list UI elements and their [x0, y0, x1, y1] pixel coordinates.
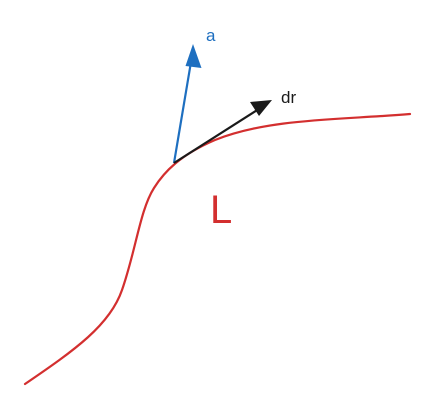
vector-dr-arrow — [173, 106, 263, 164]
vector-dr-label: dr — [281, 88, 296, 107]
curve-l-label: L — [210, 188, 232, 232]
vector-a-arrowhead — [185, 44, 202, 68]
vector-dr-arrowhead — [250, 100, 272, 116]
curve-l — [23, 112, 412, 386]
vector-a-arrow — [172, 55, 194, 164]
vector-a-label: a — [206, 26, 216, 45]
